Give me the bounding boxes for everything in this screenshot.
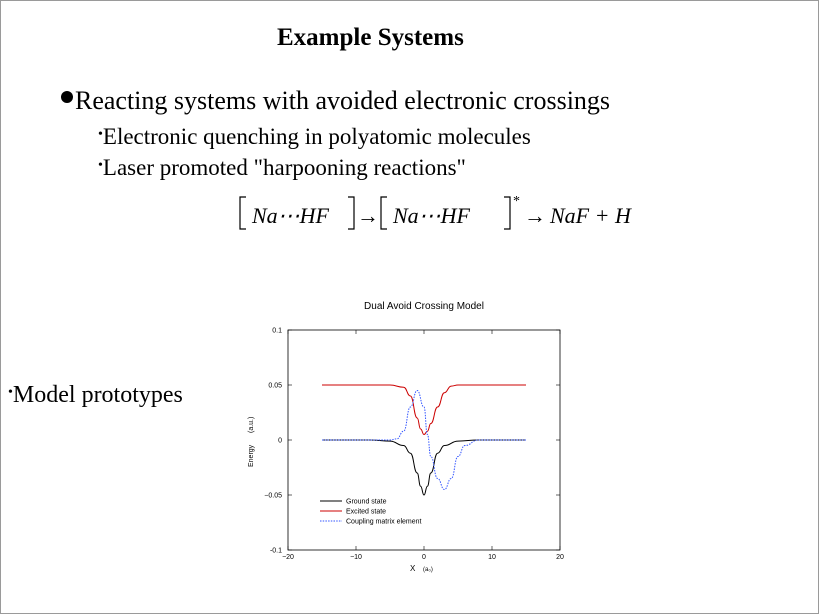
series-line-1: [321, 384, 526, 436]
y-tick-label: −0.05: [264, 493, 282, 500]
y-tick-label: 0.1: [272, 328, 282, 335]
main-bullet: Reacting systems with avoided electronic…: [61, 86, 610, 116]
sub-bullet-1-text: Electronic quenching in polyatomic molec…: [102, 124, 531, 149]
x-tick-label: 10: [488, 554, 496, 561]
sub-bullet-2: •Laser promoted "harpooning reactions": [98, 155, 466, 181]
side-bullet: •Model prototypes: [8, 382, 183, 409]
chart-title: Dual Avoid Crossing Model: [364, 301, 484, 312]
small-bullet-icon: •: [98, 158, 103, 173]
reaction-products: NaF + H: [549, 203, 632, 228]
small-bullet-icon: •: [8, 385, 13, 400]
y-axis-unit: (a.u.): [248, 417, 255, 433]
series-line-0: [321, 439, 526, 496]
x-tick-label: 0: [422, 554, 426, 561]
reaction-equation: Na⋯HF → Na⋯HF * → NaF + H: [239, 194, 632, 230]
slide-title: Example Systems: [277, 24, 464, 51]
x-axis-label: X: [410, 564, 416, 573]
excited-star: *: [513, 194, 520, 209]
potential-energy-chart: Dual Avoid Crossing Model −20 −10 0 10 20 -0.…: [248, 301, 564, 573]
y-tick-label: -0.1: [270, 548, 282, 555]
reaction-arrow-1: →: [357, 203, 379, 228]
x-axis-unit: (a₀): [423, 567, 433, 573]
sub-bullet-2-text: Laser promoted "harpooning reactions": [102, 155, 466, 180]
side-bullet-text: Model prototypes: [12, 382, 183, 408]
x-tick-label: 20: [556, 554, 564, 561]
x-tick-label: −10: [350, 554, 362, 561]
small-bullet-icon: •: [98, 127, 103, 142]
y-axis-label: Energy: [248, 444, 255, 467]
legend-label-1: Excited state: [346, 509, 386, 516]
x-tick-label: −20: [282, 554, 294, 561]
legend-label-2: Coupling matrix element: [346, 519, 422, 526]
series-line-2: [321, 389, 526, 491]
reaction-arrow-2: →: [524, 203, 546, 228]
reactant-species: Na⋯HF: [251, 203, 330, 228]
y-tick-label: 0: [278, 438, 282, 445]
legend-label-0: Ground state: [346, 499, 387, 506]
main-bullet-text: Reacting systems with avoided electronic…: [75, 86, 611, 115]
excited-complex: Na⋯HF: [392, 203, 471, 228]
y-tick-label: 0.05: [268, 383, 282, 390]
bullet-dot-icon: [61, 91, 73, 103]
sub-bullet-1: •Electronic quenching in polyatomic mole…: [98, 124, 531, 150]
